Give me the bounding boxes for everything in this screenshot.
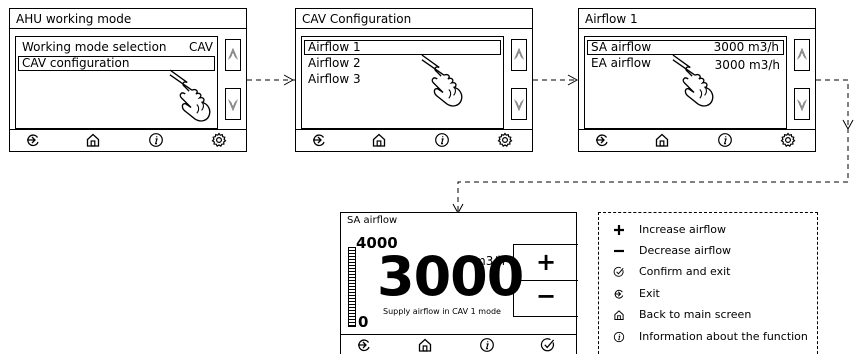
- menu-item-sa-airflow[interactable]: SA airflow 3000 m3/h: [587, 40, 784, 55]
- scroll-down-button[interactable]: [225, 88, 241, 120]
- plus-icon: [614, 225, 624, 235]
- bottom-bar: [579, 129, 815, 151]
- menu-item-label: CAV configuration: [22, 56, 130, 70]
- legend-text: Increase airflow: [639, 223, 727, 236]
- legend-text: Exit: [639, 287, 660, 300]
- menu-item-cav-configuration[interactable]: CAV configuration: [18, 56, 215, 71]
- menu-item-label: SA airflow: [591, 40, 652, 54]
- bottom-bar: [296, 129, 532, 151]
- scroll-down-button[interactable]: [511, 88, 527, 120]
- legend-text: Information about the function: [639, 330, 808, 343]
- screen-title: SA airflow: [347, 215, 398, 226]
- check-icon: [613, 266, 625, 278]
- menu-item-airflow-2[interactable]: Airflow 2: [308, 56, 361, 70]
- scroll-up-button[interactable]: [794, 39, 810, 71]
- minus-icon: [614, 249, 624, 253]
- screen-airflow-1: Airflow 1 SA airflow 3000 m3/h EA airflo…: [578, 8, 816, 152]
- menu-item-ea-airflow[interactable]: EA airflow: [591, 56, 651, 70]
- scroll-up-button[interactable]: [511, 39, 527, 71]
- minus-icon: −: [535, 282, 557, 310]
- airflow-value: 3000: [377, 245, 524, 308]
- decrease-airflow-button[interactable]: −: [513, 280, 578, 317]
- legend-text: Decrease airflow: [639, 244, 732, 257]
- working-mode-value: CAV: [188, 40, 213, 54]
- plus-icon: +: [535, 248, 557, 276]
- airflow-level-bar: [348, 247, 356, 327]
- menu-item-airflow-1[interactable]: Airflow 1: [304, 40, 501, 55]
- legend-text: Back to main screen: [639, 308, 752, 321]
- home-icon[interactable]: [417, 337, 433, 353]
- confirm-check-icon[interactable]: [540, 337, 556, 353]
- screen-title: Airflow 1: [579, 9, 815, 29]
- scroll-down-button[interactable]: [794, 88, 810, 120]
- scale-max: 4000: [356, 234, 398, 252]
- increase-airflow-button[interactable]: +: [513, 244, 578, 281]
- menu-list: Working mode selection CAV CAV configura…: [15, 36, 218, 129]
- airflow-caption: Supply airflow in CAV 1 mode: [383, 307, 501, 316]
- ea-airflow-value: 3000 m3/h: [714, 58, 780, 72]
- exit-icon: [613, 288, 625, 300]
- bottom-bar: [341, 334, 576, 356]
- screen-title: CAV Configuration: [296, 9, 532, 29]
- info-icon: [613, 331, 625, 343]
- scroll-up-button[interactable]: [225, 39, 241, 71]
- menu-list: Airflow 1 Airflow 2 Airflow 3: [301, 36, 504, 129]
- menu-list: SA airflow 3000 m3/h EA airflow 3000 m3/…: [584, 36, 787, 129]
- screen-title: AHU working mode: [10, 9, 246, 29]
- bottom-bar: [10, 129, 246, 151]
- home-icon: [613, 309, 625, 321]
- legend-text: Confirm and exit: [639, 265, 731, 278]
- airflow-unit: m3/h: [474, 254, 505, 268]
- legend-box: Increase airflow Decrease airflow Confir…: [598, 212, 818, 354]
- menu-item-working-mode-selection[interactable]: Working mode selection: [22, 40, 167, 54]
- screen-cav-configuration: CAV Configuration Airflow 1 Airflow 2 Ai…: [295, 8, 533, 152]
- screen-sa-airflow-setpoint: SA airflow 4000 0 3000 m3/h Supply airfl…: [340, 212, 578, 356]
- screen-ahu-working-mode: AHU working mode Working mode selection …: [9, 8, 247, 152]
- menu-item-label: Airflow 1: [308, 40, 361, 54]
- menu-item-airflow-3[interactable]: Airflow 3: [308, 72, 361, 86]
- sa-airflow-value: 3000 m3/h: [713, 40, 779, 54]
- scale-min: 0: [358, 313, 369, 331]
- info-icon[interactable]: [479, 337, 495, 353]
- exit-icon[interactable]: [356, 337, 372, 353]
